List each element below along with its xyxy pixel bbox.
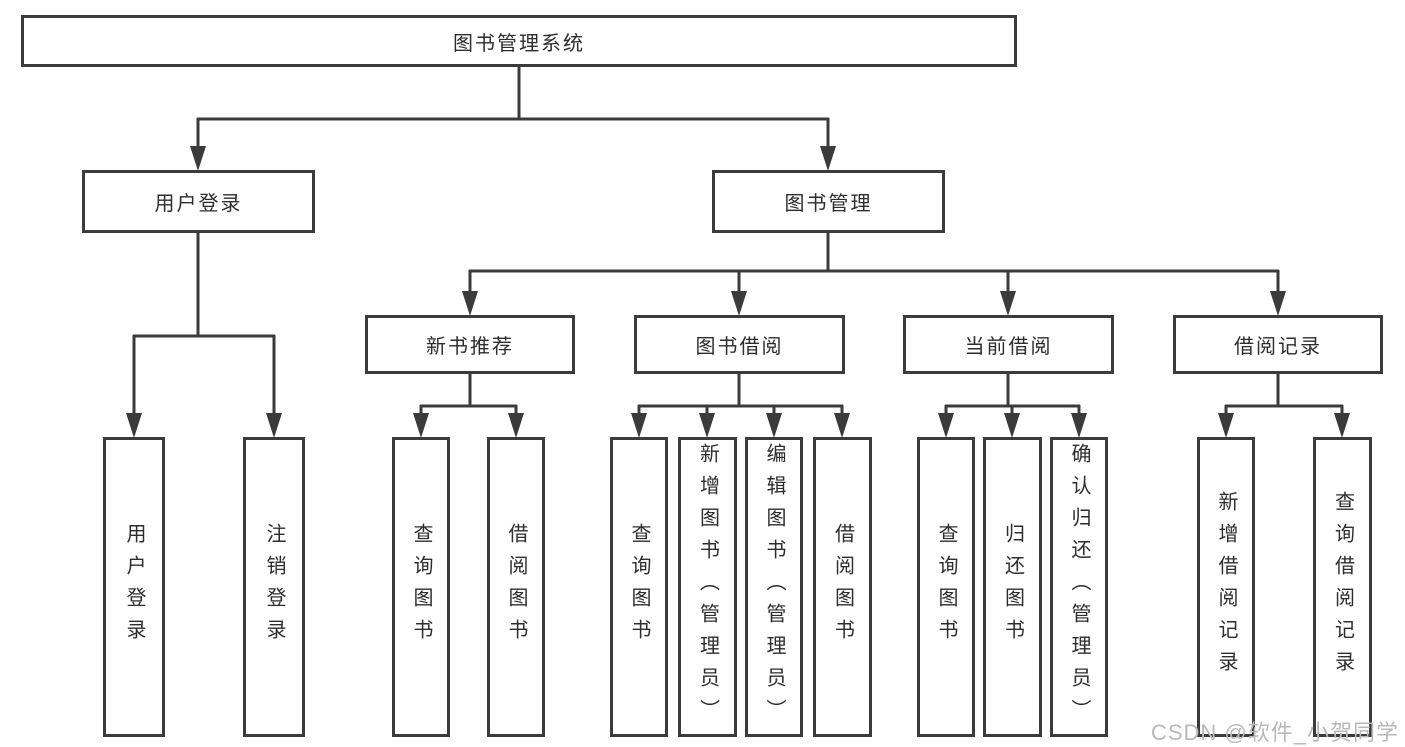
leaf-add-borrow-record: 新增借阅记录 <box>1197 437 1255 737</box>
arrowheads <box>126 146 1350 438</box>
leaf-recommend-query-books-label: 查询图书 <box>410 523 432 651</box>
node-current-borrow: 当前借阅 <box>903 315 1114 374</box>
node-borrow-records-label: 借阅记录 <box>1234 336 1322 358</box>
leaf-user-login-label: 用户登录 <box>123 523 145 651</box>
node-new-book-recommend: 新书推荐 <box>365 315 575 374</box>
node-book-management: 图书管理 <box>712 170 945 233</box>
leaf-query-borrow-record-label: 查询借阅记录 <box>1331 491 1354 683</box>
leaf-borrow-books-label: 借阅图书 <box>831 523 854 651</box>
leaf-recommend-borrow-books: 借阅图书 <box>487 437 545 737</box>
node-book-management-label: 图书管理 <box>784 193 873 215</box>
leaf-recommend-query-books: 查询图书 <box>392 437 450 737</box>
leaf-query-borrow-record: 查询借阅记录 <box>1313 437 1372 737</box>
leaf-borrow-query-books-label: 查询图书 <box>628 523 650 651</box>
node-root: 图书管理系统 <box>21 15 1017 67</box>
leaf-current-query-books: 查询图书 <box>917 437 975 737</box>
node-book-borrow: 图书借阅 <box>634 315 845 374</box>
node-current-borrow-label: 当前借阅 <box>964 336 1053 358</box>
leaf-borrow-books: 借阅图书 <box>813 437 872 737</box>
node-user-login: 用户登录 <box>82 170 315 233</box>
node-book-borrow-label: 图书借阅 <box>695 336 784 358</box>
leaf-logout: 注销登录 <box>243 437 305 737</box>
node-new-book-recommend-label: 新书推荐 <box>426 336 514 358</box>
leaf-edit-books-admin: 编辑图书（管理员） <box>745 437 803 737</box>
leaf-user-login: 用户登录 <box>103 437 165 737</box>
leaf-borrow-query-books: 查询图书 <box>610 437 668 737</box>
leaf-confirm-return-admin: 确认归还（管理员） <box>1050 437 1108 737</box>
leaf-return-books-label: 归还图书 <box>1001 523 1024 651</box>
node-root-label: 图书管理系统 <box>453 32 585 55</box>
leaf-logout-label: 注销登录 <box>263 523 285 651</box>
leaf-confirm-return-admin-label: 确认归还（管理员） <box>1068 443 1090 731</box>
leaf-add-books-admin: 新增图书（管理员） <box>678 437 737 737</box>
csdn-watermark: CSDN @软件_小贺同学 <box>1150 720 1399 745</box>
leaf-edit-books-admin-label: 编辑图书（管理员） <box>763 443 785 731</box>
node-borrow-records: 借阅记录 <box>1173 315 1383 374</box>
leaf-recommend-borrow-books-label: 借阅图书 <box>505 523 527 651</box>
node-user-login-label: 用户登录 <box>154 193 243 215</box>
leaf-return-books: 归还图书 <box>983 437 1042 737</box>
leaf-add-books-admin-label: 新增图书（管理员） <box>696 443 719 731</box>
leaf-add-borrow-record-label: 新增借阅记录 <box>1215 491 1237 683</box>
leaf-current-query-books-label: 查询图书 <box>935 523 957 651</box>
